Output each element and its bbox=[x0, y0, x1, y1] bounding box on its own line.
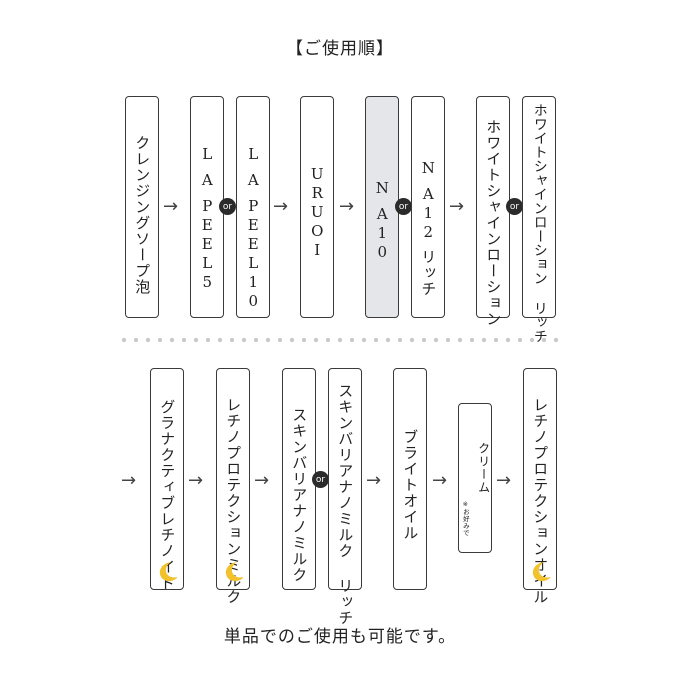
crescent-moon-icon bbox=[532, 562, 551, 582]
step-skin-barrier-nano-milk-rich: スキンバリアナノミルク リッチ bbox=[328, 368, 362, 626]
arrow-icon: → bbox=[432, 470, 448, 491]
arrow-icon: → bbox=[366, 470, 382, 491]
step-cleansing-soap-foam: クレンジングソープ泡 bbox=[125, 96, 159, 318]
step-uruoi: URUOI bbox=[300, 96, 334, 318]
step-bright-oil: ブライトオイル bbox=[393, 368, 427, 590]
arrow-icon: → bbox=[254, 470, 270, 491]
footer-note: 単品でのご使用も可能です。 bbox=[223, 627, 457, 647]
step-label: NA12リッチ bbox=[419, 159, 438, 297]
step-label: クリーム bbox=[476, 442, 491, 494]
step-label: レチノプロテクションミルク bbox=[224, 397, 243, 605]
step-label: ホワイトシャインローション リッチ bbox=[531, 103, 548, 343]
step-skin-barrier-nano-milk: スキンバリアナノミルク bbox=[282, 368, 316, 590]
arrow-icon: → bbox=[496, 470, 512, 491]
step-label: スキンバリアナノミルク リッチ bbox=[336, 383, 355, 626]
arrow-icon: → bbox=[188, 470, 204, 491]
step-la-peel5: LAPEEL5 bbox=[190, 96, 224, 318]
step-granactive-retinoid: グラナクティブレチノイド bbox=[150, 368, 184, 591]
step-label: グラナクティブレチノイド bbox=[158, 399, 177, 591]
page-title: 【ご使用順】 bbox=[286, 39, 394, 59]
step-label: LAPEEL10 bbox=[244, 145, 263, 311]
optional-note: ※お好みで bbox=[461, 500, 470, 537]
step-na12-rich: NA12リッチ bbox=[411, 96, 445, 318]
or-badge: or bbox=[395, 198, 412, 215]
step-label: NA10 bbox=[373, 179, 392, 262]
crescent-moon-icon bbox=[159, 562, 178, 582]
or-badge: or bbox=[219, 198, 236, 215]
or-badge: or bbox=[312, 471, 329, 488]
step-label: ブライトオイル bbox=[401, 429, 420, 541]
step-la-peel10: LAPEEL10 bbox=[236, 96, 270, 318]
crescent-moon-icon bbox=[225, 562, 244, 582]
step-label: ホワイトシャインローション bbox=[484, 119, 503, 327]
step-label: URUOI bbox=[308, 165, 327, 260]
or-badge: or bbox=[506, 198, 523, 215]
arrow-icon: → bbox=[163, 196, 179, 217]
step-white-shine-lotion-rich: ホワイトシャインローション リッチ bbox=[522, 96, 556, 343]
step-na10: NA10 bbox=[365, 96, 399, 318]
step-label: レチノプロテクションオイル bbox=[531, 397, 550, 605]
arrow-icon: → bbox=[121, 470, 137, 491]
dotted-divider bbox=[118, 337, 562, 343]
step-retino-protection-oil: レチノプロテクションオイル bbox=[523, 368, 557, 605]
step-white-shine-lotion: ホワイトシャインローション bbox=[476, 96, 510, 327]
arrow-icon: → bbox=[339, 196, 355, 217]
cream-text: クリーム ※お好みで bbox=[460, 442, 491, 537]
step-label: LAPEEL5 bbox=[198, 145, 217, 292]
arrow-icon: → bbox=[273, 196, 289, 217]
arrow-icon: → bbox=[449, 196, 465, 217]
step-retino-protection-milk: レチノプロテクションミルク bbox=[216, 368, 250, 605]
step-label: スキンバリアナノミルク bbox=[290, 407, 309, 583]
step-label: クレンジングソープ泡 bbox=[133, 135, 152, 295]
step-cream: クリーム ※お好みで bbox=[458, 403, 492, 553]
